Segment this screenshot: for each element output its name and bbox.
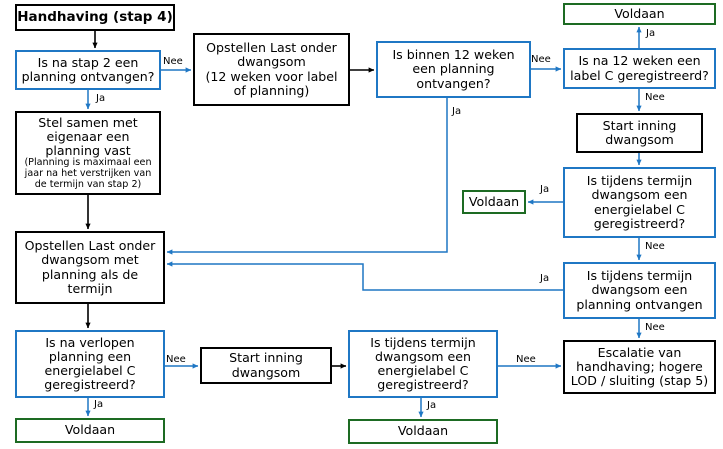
node-escalatie-van-handhaving[interactable]: Escalatie van handhaving; hogere LOD / s… — [563, 340, 716, 394]
node-line: (12 weken voor label — [205, 68, 338, 84]
node-line: Stel samen met — [38, 114, 138, 130]
node-line: geregistreerd? — [377, 377, 469, 393]
node-line: planning ontvangen — [576, 296, 703, 312]
edge-label-nee-termijn-label: Nee — [645, 241, 665, 252]
edge-label-ja-na12: Ja — [646, 28, 656, 39]
node-is-binnen-12-weken-planning-ontvangen[interactable]: Is binnen 12 weken een planning ontvange… — [376, 41, 531, 98]
node-line: handhaving; hogere — [576, 358, 703, 374]
node-is-tijdens-termijn-dwangsom-planning-ontvangen[interactable]: Is tijdens termijn dwangsom een planning… — [563, 262, 716, 319]
node-opstellen-last-onder-dwangsom-met-planning[interactable]: Opstellen Last onder dwangsom met planni… — [15, 231, 165, 304]
node-voldaan-bottom-left[interactable]: Voldaan — [15, 418, 165, 443]
edge-label-nee-na12: Nee — [645, 92, 665, 103]
edge-label-ja-stap2: Ja — [96, 93, 106, 104]
node-line: planning als de — [41, 266, 139, 282]
node-subline: (Planning is maximaal een — [24, 157, 152, 169]
edge-label-ja-termijn-label: Ja — [540, 184, 550, 195]
node-line: Escalatie van — [597, 344, 682, 360]
node-line: Voldaan — [64, 422, 116, 438]
node-voldaan-middle[interactable]: Voldaan — [462, 190, 526, 214]
node-line: LOD / sluiting (stap 5) — [570, 373, 709, 389]
node-line: Is tijdens termijn — [370, 334, 476, 350]
node-title: Handhaving (stap 4) — [15, 4, 175, 31]
edge-label-ja-verlopen: Ja — [94, 399, 104, 410]
edge-label-nee-termijn-planning: Nee — [645, 322, 665, 333]
node-line: dwangsom met — [41, 252, 139, 268]
node-line: Start inning — [229, 350, 303, 366]
node-line: Voldaan — [614, 5, 665, 21]
node-line: geregistreerd? — [593, 215, 686, 231]
node-line: planning ontvangen? — [21, 69, 155, 84]
node-line: planning een — [48, 348, 132, 364]
node-subline: jaar na het verstrijken van — [24, 167, 152, 179]
node-line: termijn — [67, 280, 113, 296]
node-line: Start inning — [602, 117, 677, 133]
node-line: dwangsom een — [374, 348, 471, 364]
node-voldaan-bottom-middle[interactable]: Voldaan — [348, 419, 498, 444]
edge-label-ja-termijn-planning: Ja — [540, 273, 550, 284]
edge-label-nee-termijn-bottom: Nee — [516, 354, 536, 365]
node-is-tijdens-termijn-dwangsom-energielabel-c-right[interactable]: Is tijdens termijn dwangsom een energiel… — [563, 167, 716, 238]
node-line: ontvangen? — [416, 75, 491, 91]
node-start-inning-dwangsom-right[interactable]: Start inning dwangsom — [576, 113, 703, 153]
edge-label-ja-binnen12: Ja — [452, 106, 462, 117]
node-line: Opstellen Last onder — [206, 40, 337, 56]
node-stel-samen-met-eigenaar-planning-vast[interactable]: Stel samen met eigenaar een planning vas… — [15, 111, 161, 195]
node-line: dwangsom — [605, 132, 674, 147]
node-opstellen-last-onder-dwangsom-12-weken[interactable]: Opstellen Last onder dwangsom (12 weken … — [193, 33, 350, 106]
edge-label-nee-stap2: Nee — [163, 56, 183, 67]
node-line: dwangsom — [231, 364, 301, 380]
node-line: Is tijdens termijn — [586, 268, 693, 284]
node-line: planning vast — [45, 142, 131, 158]
node-line: dwangsom een — [591, 282, 688, 298]
edge-label-nee-binnen12: Nee — [531, 54, 551, 65]
node-subline: de termijn van stap 2) — [34, 178, 142, 190]
edge-label-ja-termijn-bottom: Ja — [427, 400, 437, 411]
node-line: energielabel C — [594, 201, 685, 217]
node-line: geregistreerd? — [44, 377, 136, 393]
edge-q-termijn-planning-ja — [166, 261, 563, 291]
node-line: energielabel C — [44, 363, 136, 378]
node-line: dwangsom een — [591, 187, 688, 203]
node-line: Is tijdens termijn — [586, 173, 693, 189]
node-line: energielabel C — [377, 363, 469, 378]
edge-q-binnen12-ja — [166, 98, 448, 255]
node-line: Opstellen Last onder — [24, 238, 156, 254]
node-line: Voldaan — [468, 193, 520, 209]
node-voldaan-top-right[interactable]: Voldaan — [563, 3, 716, 25]
node-line: of planning) — [233, 82, 310, 98]
node-line: label C geregistreerd? — [570, 67, 709, 83]
node-start-inning-dwangsom-bottom[interactable]: Start inning dwangsom — [200, 347, 332, 384]
node-line: Is na stap 2 een — [37, 54, 139, 70]
node-line: Is na 12 weken een — [578, 53, 701, 69]
node-line: eigenaar een — [46, 128, 130, 144]
node-is-tijdens-termijn-dwangsom-energielabel-c-bottom[interactable]: Is tijdens termijn dwangsom een energiel… — [348, 330, 498, 398]
node-line: Is na verlopen — [45, 334, 135, 350]
edge-label-nee-verlopen: Nee — [166, 354, 186, 365]
node-line: een planning — [412, 61, 495, 77]
node-line: dwangsom — [237, 54, 306, 70]
node-line: Voldaan — [397, 423, 449, 439]
node-is-na-12-weken-label-c-geregistreerd[interactable]: Is na 12 weken een label C geregistreerd… — [563, 48, 716, 89]
node-line: Is binnen 12 weken — [392, 47, 515, 63]
node-is-na-verlopen-planning-energielabel-c[interactable]: Is na verlopen planning een energielabel… — [15, 330, 165, 398]
node-title-line-0: Handhaving (stap 4) — [17, 8, 173, 25]
node-is-na-stap-2-planning-ontvangen[interactable]: Is na stap 2 een planning ontvangen? — [15, 50, 161, 90]
